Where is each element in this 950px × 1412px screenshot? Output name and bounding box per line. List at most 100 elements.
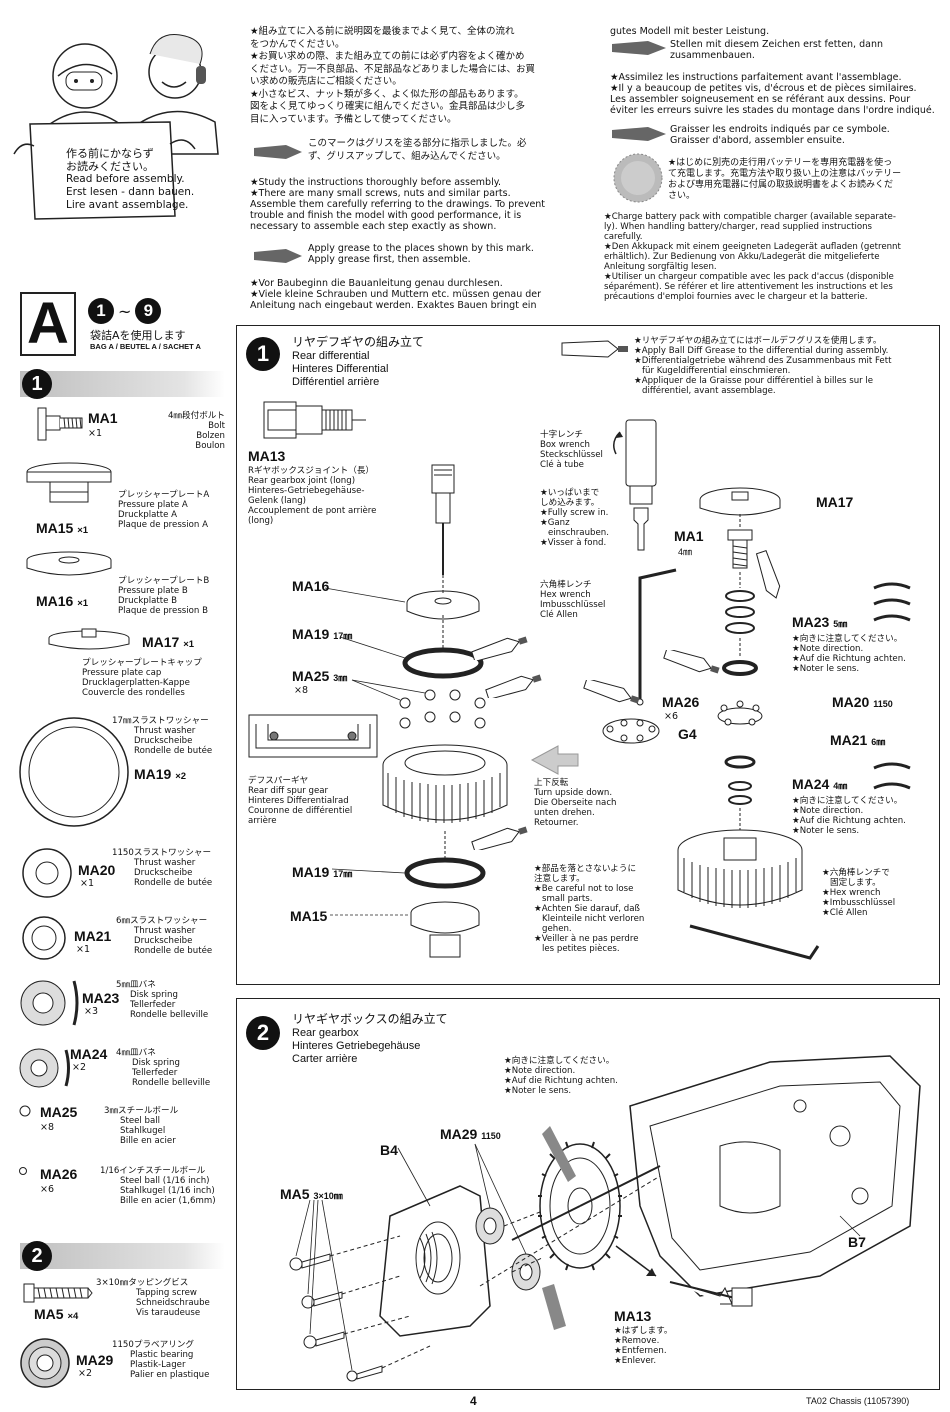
label-g4: G4 [678, 726, 697, 742]
dont-lose-line: ★Achten Sie darauf, daß [534, 904, 640, 914]
part-name: Rondelle belleville [130, 1010, 209, 1020]
label-ma25-text: MA25 [292, 668, 330, 684]
part-name: Pressure plate A [118, 500, 188, 510]
step2-title-en: Rear gearbox [292, 1027, 359, 1039]
dont-lose-note: ★部品を落とさないように 注意します。 ★Be careful not to l… [534, 864, 644, 954]
label-ma13: MA13 [614, 1308, 652, 1324]
intro-en-line: ★Study the instructions thoroughly befor… [250, 177, 502, 188]
part-code-text: MA16 [36, 593, 74, 609]
thrust-washer-icon [22, 848, 72, 898]
part-code-text: MA5 [34, 1306, 64, 1322]
intro-fr-line: ★Assimilez les instructions parfaitement… [610, 72, 902, 83]
diff-gear-line: デフスパーギヤ [248, 776, 309, 786]
step1-title-jp: リヤデフギヤの組み立て [292, 335, 425, 349]
note-dir-line: ★Noter le sens. [504, 1086, 572, 1096]
part-code: MA26 [40, 1166, 78, 1182]
step1-number: 1 [246, 337, 280, 371]
hex-fix-line: ★Imbusschlüssel [822, 898, 896, 908]
note-direction-1: ★向きに注意してください。 ★Note direction. ★Auf die … [792, 634, 906, 674]
label-ma15: MA15 [290, 908, 328, 924]
label-ma24: MA24 4㎜ [792, 776, 847, 792]
part-qty: ×6 [40, 1184, 55, 1195]
part-names: プレッシャープレートA Pressure plate A Druckplatte… [118, 490, 209, 530]
note-dir-line: ★Note direction. [504, 1066, 576, 1076]
part-jp: 6㎜スラストワッシャー [116, 916, 208, 926]
diff-gear-line: Couronne de différentiel [248, 806, 353, 816]
part-name: Vis taraudeuse [136, 1308, 201, 1318]
intro-jp-line: ★組み立てに入る前に説明図を最後までよく見て、全体の流れ [250, 26, 515, 37]
part-name: Tapping screw [136, 1288, 197, 1298]
differential-reverse-drawing [677, 487, 820, 960]
intro-en-line: necessary to assemble each step exactly … [250, 221, 497, 232]
step1-ma13-label: MA13 [248, 448, 286, 464]
step1-title-en: Rear differential [292, 350, 370, 362]
label-ma21-mm: 6㎜ [871, 737, 886, 747]
part-code: MA17 ×1 [142, 634, 194, 650]
label-ma29: MA29 1150 [440, 1126, 501, 1142]
part-jp: 1150プラベアリング [112, 1340, 195, 1350]
battery-jp-line: さい。 [668, 191, 696, 201]
bubble-jp-1: 作る前にかならず [66, 147, 154, 160]
part-name: Palier en plastique [130, 1370, 210, 1380]
step2-number: 2 [246, 1016, 280, 1050]
hex-fix-note: ★六角棒レンチで 固定します。 ★Hex wrench ★Imbusschlüs… [822, 868, 895, 918]
part-name: Druckscheibe [134, 936, 193, 946]
part-names: 3㎜スチールボール Steel ball Stahlkugel Bille en… [104, 1106, 178, 1146]
part-name: Druckscheibe [134, 736, 193, 746]
battery-line: ly). When handling battery/charger, read… [604, 222, 873, 232]
part-names: 1150スラストワッシャー Thrust washer Druckscheibe… [112, 848, 212, 888]
ma13-desc-line: Rギヤボックスジョイント（長） [248, 466, 375, 476]
battery-line: ★Charge battery pack with compatible cha… [604, 212, 896, 222]
sidebar-step2-number: 2 [22, 1241, 52, 1271]
intro-fr-notes: ★Assimilez les instructions parfaitement… [610, 72, 945, 116]
dont-lose-line: les petites pièces. [542, 944, 620, 954]
differential-exploded-drawing [324, 464, 508, 958]
intro-en-line: trouble and finish the model with good p… [250, 210, 522, 221]
intro-right-de: gutes Modell mit bester Leistung. [610, 26, 769, 37]
step1-title-de: Hinteres Differential [292, 363, 389, 375]
grease-jp-line: このマークはグリスを塗る部分に指示しました。必 [308, 138, 527, 149]
intro-jp-line: ください。万一不良部品、不足部品などありました場合には、お買 [250, 63, 536, 75]
note-direction-2: ★向きに注意してください。 ★Note direction. ★Auf die … [792, 796, 906, 836]
bubble-en: Read before assembly. [66, 173, 185, 185]
part-names: 17㎜スラストワッシャー Thrust washer Druckscheibe … [112, 716, 212, 756]
step1-ma13-desc: Rギヤボックスジョイント（長） Rear gearbox joint (long… [248, 466, 376, 526]
part-code: MA1 [88, 410, 118, 426]
note-dir-line: ★Auf die Richtung achten. [504, 1076, 618, 1086]
part-names: プレッシャープレートB Pressure plate B Druckplatte… [118, 576, 209, 616]
ma13-desc-line: Rear gearbox joint (long) [248, 476, 356, 486]
label-ma26: MA26 [662, 694, 700, 710]
label-ma21-text: MA21 [830, 732, 868, 748]
part-name: Rondelle de butée [134, 878, 213, 888]
label-ma20: MA20 1150 [832, 694, 893, 710]
grease-fr-line: Graisser les endroits indiqués par ce sy… [670, 124, 890, 135]
step2-note-direction: ★向きに注意してください。 ★Note direction. ★Auf die … [504, 1056, 618, 1096]
tapping-screw-icon [23, 1283, 93, 1303]
label-ma25: MA25 3㎜ [292, 668, 347, 684]
fully-screw-line: しめ込みます。 [540, 498, 600, 508]
gearbox-joint-drawing [263, 401, 366, 439]
label-ma19-lower: MA19 17㎜ [292, 864, 352, 880]
rear-gearbox-drawing [289, 1055, 921, 1382]
label-ma16: MA16 [292, 578, 330, 594]
grease-tube-icon [485, 674, 542, 698]
grease-fr: Graisser les endroits indiqués par ce sy… [670, 124, 890, 146]
part-jp: プレッシャープレートキャップ [82, 658, 202, 668]
label-ma1-mm: 4㎜ [678, 547, 693, 557]
part-name: Thrust washer [134, 726, 196, 736]
part-name: Disk spring [130, 990, 178, 1000]
plastic-bearing-icon [20, 1338, 70, 1388]
fully-screw-line: ★いっぱいまで [540, 488, 600, 498]
battery-notes: ★Charge battery pack with compatible cha… [604, 212, 944, 302]
bolt-icon [37, 407, 83, 441]
bag-jp: 袋詰Aを使用します [90, 329, 186, 342]
part-qty: ×1 [76, 944, 91, 955]
part-jp: 1150スラストワッシャー [112, 848, 212, 858]
part-names: 1150プラベアリング Plastic bearing Plastik-Lage… [112, 1340, 209, 1380]
part-name: Tellerfeder [132, 1068, 178, 1078]
bag-range-from: 1 [88, 298, 114, 324]
intro-fr-line: Les assembler soigneusement en se référa… [610, 94, 911, 105]
hex-wrench-line: Clé Allen [540, 610, 578, 620]
dont-lose-line: ★部品を落とさないように [534, 864, 637, 874]
part-names: 4㎜段付ボルト Bolt Bolzen Boulon [150, 411, 225, 451]
